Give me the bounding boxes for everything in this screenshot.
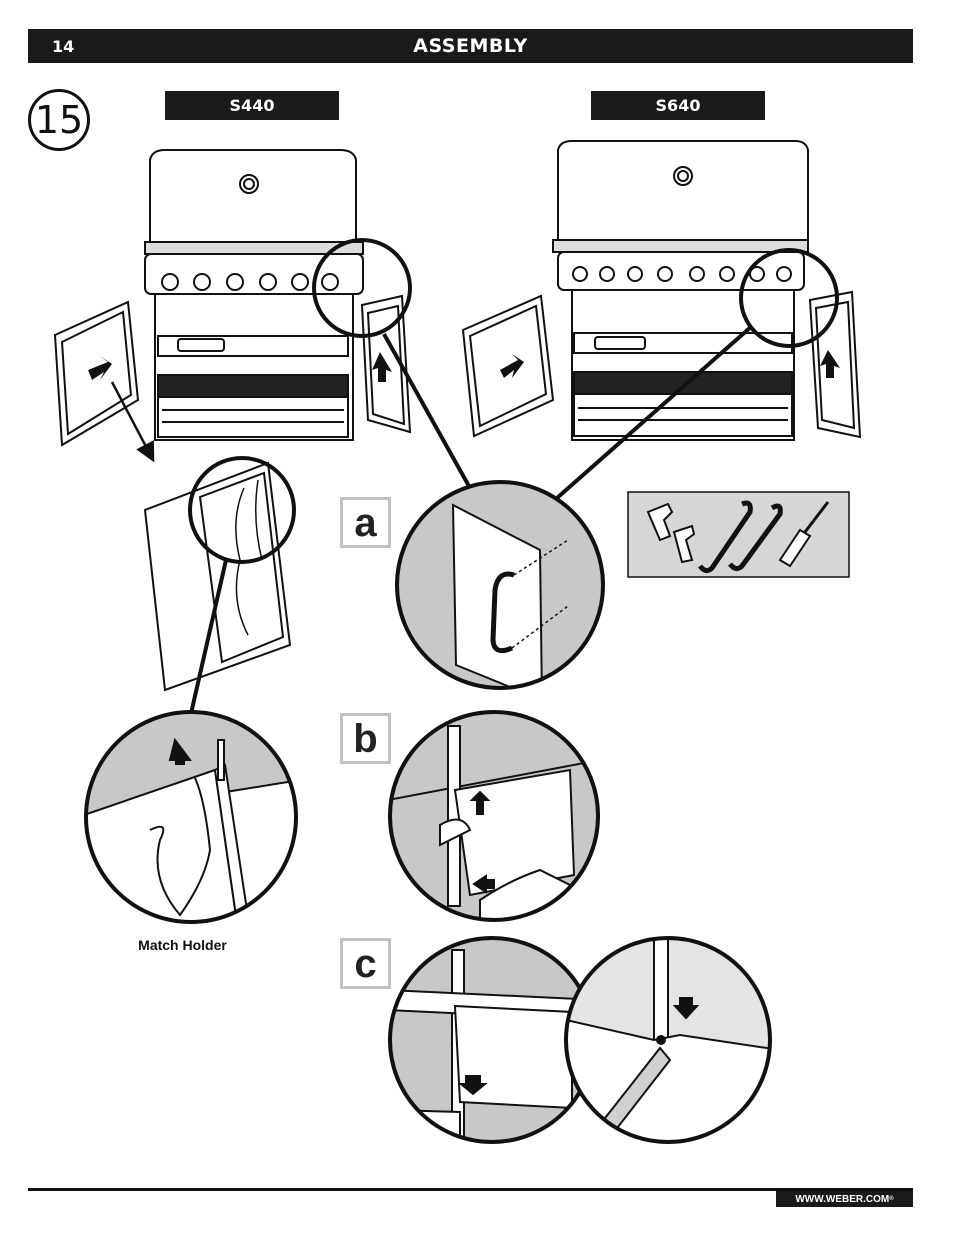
grill-s440 — [55, 150, 410, 445]
trademark-symbol: ® — [889, 1196, 893, 1202]
handle-detail — [397, 482, 603, 700]
substep-label-b: b — [340, 713, 391, 764]
match-holder-caption: Match Holder — [100, 937, 265, 953]
website-text: WWW.WEBER.COM — [795, 1194, 889, 1205]
hardware-box — [628, 492, 849, 577]
door-hinge-detail — [388, 700, 600, 930]
grill-s640 — [463, 141, 860, 440]
match-holder-detail — [80, 700, 300, 930]
door-seat-detail-right — [566, 930, 780, 1150]
substep-label-c: c — [340, 938, 391, 989]
footer-website[interactable]: WWW.WEBER.COM® — [776, 1191, 913, 1207]
substep-label-a: a — [340, 497, 391, 548]
door-with-match-holder — [145, 463, 290, 690]
